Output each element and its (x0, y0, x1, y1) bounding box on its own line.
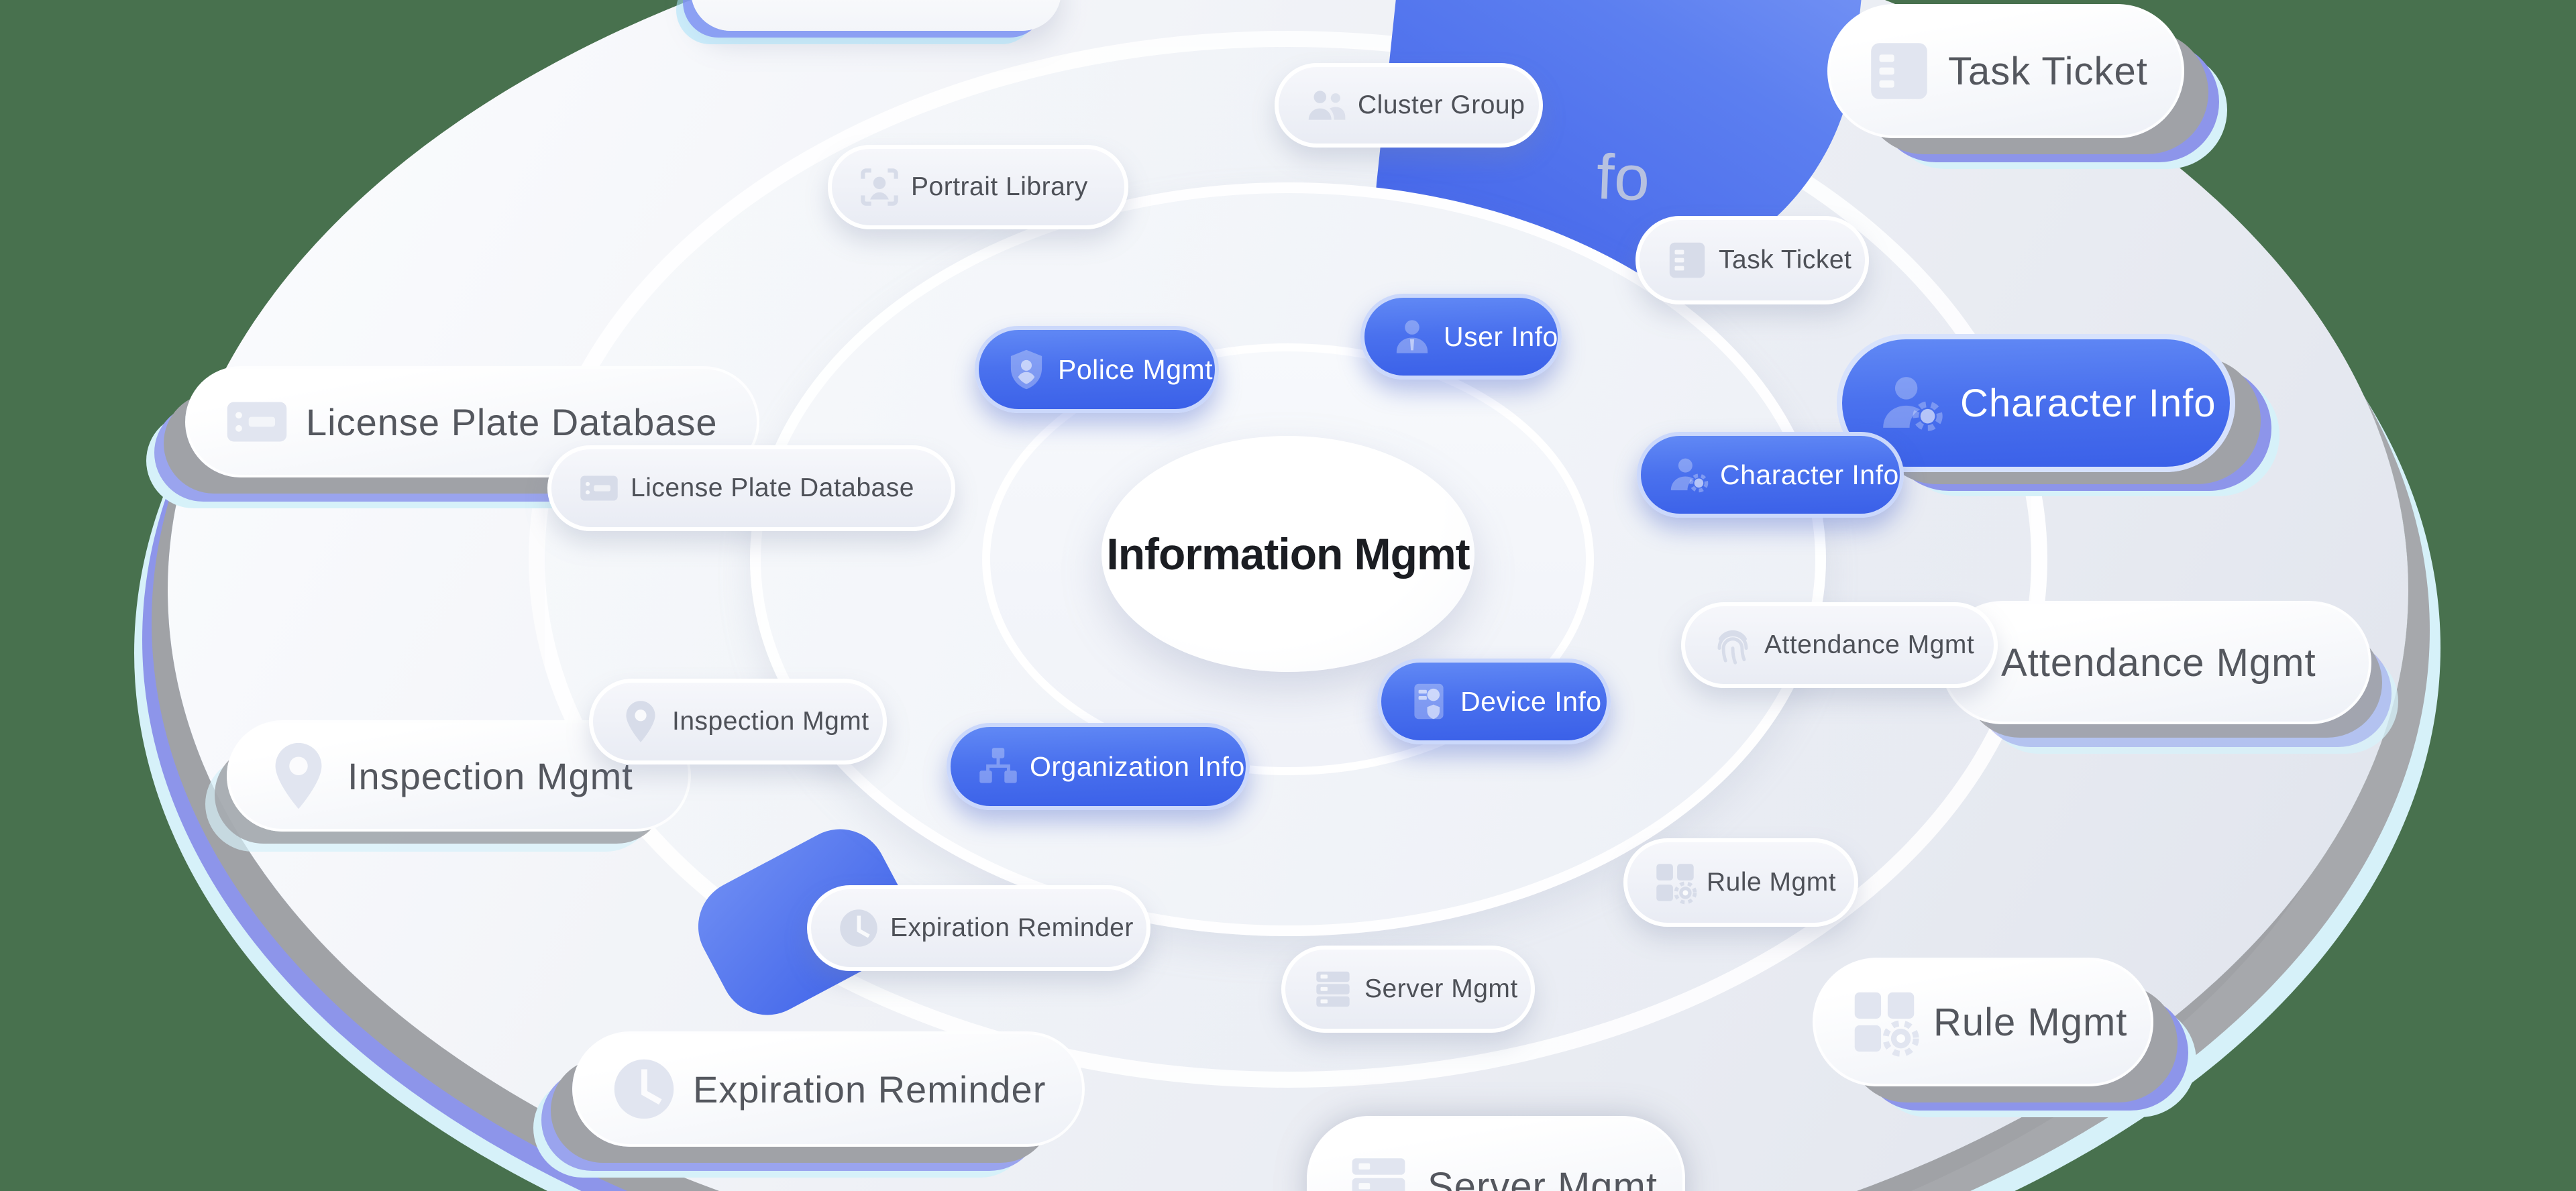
pill-attendance-mgmt[interactable]: Attendance Mgmt (1681, 602, 1998, 688)
card-label: Expiration Reminder (693, 1068, 1046, 1111)
pill-label: Organization Info (1030, 750, 1245, 782)
card-task-ticket[interactable]: Task Ticket (1827, 4, 2184, 138)
pill-label: Cluster Group (1358, 91, 1525, 119)
ghost-text: fo (1595, 141, 1651, 215)
clock-icon (834, 903, 883, 953)
org-chart-icon (973, 742, 1023, 791)
map-pin-icon (616, 697, 665, 746)
hub-information-mgmt: Information Mgmt (1102, 436, 1474, 672)
pill-label: Task Ticket (1719, 245, 1852, 274)
people-group-icon (1301, 80, 1351, 130)
card-attendance-mgmt[interactable]: Attendance Mgmt (1941, 601, 2371, 724)
grid-gear-icon (1650, 858, 1700, 907)
card-label: Character Info (1960, 381, 2216, 425)
card-character-info[interactable]: Character Info (1837, 334, 2235, 472)
license-plate-icon (217, 382, 297, 461)
pill-user-info[interactable]: User Info (1360, 294, 1562, 380)
server-icon (1339, 1147, 1418, 1191)
pill-inspection-mgmt[interactable]: Inspection Mgmt (589, 679, 887, 764)
pill-rule-mgmt[interactable]: Rule Mgmt (1623, 838, 1858, 927)
pill-label: Portrait Library (911, 172, 1088, 201)
card-label: Rule Mgmt (1933, 1000, 2128, 1044)
pill-label: Character Info (1720, 459, 1899, 490)
card-server-mgmt[interactable]: Server Mgmt (1307, 1116, 1685, 1191)
card-label: Inspection Mgmt (347, 754, 633, 797)
clipped-pill-top (691, 0, 1061, 31)
card-expiration-reminder[interactable]: Expiration Reminder (572, 1031, 1085, 1147)
pill-label: Attendance Mgmt (1764, 630, 1975, 659)
face-scan-icon (855, 162, 904, 212)
grid-gear-icon (1845, 982, 1924, 1062)
pill-label: Device Info (1460, 685, 1602, 717)
pill-label: Rule Mgmt (1707, 868, 1837, 897)
pill-label: License Plate Database (631, 473, 914, 502)
pill-label: Server Mgmt (1364, 974, 1518, 1003)
body-camera-icon (1404, 677, 1454, 726)
pill-license-plate-database[interactable]: License Plate Database (547, 445, 955, 531)
pill-label: Inspection Mgmt (672, 707, 869, 736)
card-label: Server Mgmt (1428, 1164, 1658, 1191)
pill-device-info[interactable]: Device Info (1377, 659, 1611, 744)
card-rule-mgmt[interactable]: Rule Mgmt (1813, 958, 2153, 1086)
pill-label: User Info (1444, 321, 1558, 352)
server-icon (1308, 964, 1358, 1014)
card-label: Task Ticket (1948, 49, 2148, 93)
police-badge-icon (1002, 345, 1051, 394)
task-list-icon (1662, 235, 1712, 285)
pill-organization-info[interactable]: Organization Info (947, 723, 1250, 810)
pill-task-ticket[interactable]: Task Ticket (1635, 216, 1869, 304)
task-list-icon (1860, 32, 1939, 111)
character-gear-icon (1872, 363, 1951, 443)
character-gear-icon (1664, 450, 1713, 500)
pill-label: Expiration Reminder (890, 913, 1134, 942)
user-icon (1387, 312, 1437, 361)
card-label: Attendance Mgmt (2001, 640, 2316, 685)
pill-portrait-library[interactable]: Portrait Library (828, 145, 1128, 229)
pill-cluster-group[interactable]: Cluster Group (1275, 63, 1543, 148)
pill-server-mgmt[interactable]: Server Mgmt (1281, 946, 1535, 1033)
pill-label: Police Mgmt (1058, 353, 1214, 385)
map-pin-icon (259, 736, 338, 815)
pill-expiration-reminder[interactable]: Expiration Reminder (807, 885, 1150, 971)
hub-label: Information Mgmt (1106, 529, 1470, 579)
pill-character-info[interactable]: Character Info (1637, 432, 1904, 518)
clock-icon (604, 1050, 684, 1129)
pill-police-mgmt[interactable]: Police Mgmt (975, 326, 1219, 413)
card-label: License Plate Database (306, 400, 718, 443)
fingerprint-icon (1708, 620, 1758, 670)
license-plate-icon (574, 463, 624, 513)
